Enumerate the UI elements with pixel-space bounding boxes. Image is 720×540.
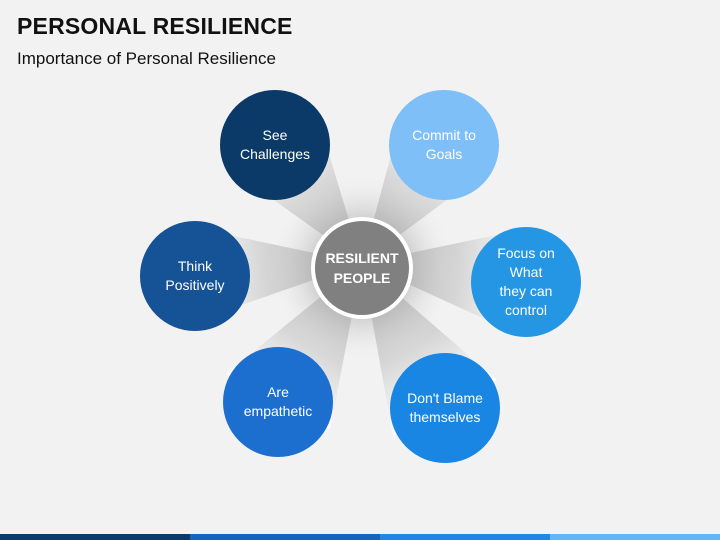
center-label: RESILIENT PEOPLE: [325, 250, 399, 286]
node-dont-blame: [390, 353, 500, 463]
node-commit-to-goals: [389, 90, 499, 200]
node-see-challenges: [220, 90, 330, 200]
center-node: [311, 217, 413, 319]
footer-segment: [550, 534, 720, 540]
node-are-empathetic: [223, 347, 333, 457]
slide-subtitle: Importance of Personal Resilience: [17, 49, 276, 68]
label-focus-on-control: Focus on What they can control: [497, 245, 555, 318]
label-are-empathetic: Are empathetic: [243, 384, 313, 419]
node-think-positively: [140, 221, 250, 331]
label-think-positively: Think Positively: [165, 258, 225, 293]
label-commit-to-goals: Commit to Goals: [412, 127, 476, 162]
footer-segment: [0, 534, 190, 540]
node-focus-on-control: [471, 227, 581, 337]
slide-title: PERSONAL RESILIENCE: [17, 13, 293, 39]
footer-accent-bar: [0, 534, 720, 540]
outer-nodes: [140, 90, 581, 463]
footer-segment: [380, 534, 550, 540]
footer-segment: [190, 534, 380, 540]
label-dont-blame: Don't Blame themselves: [407, 390, 483, 425]
label-see-challenges: See Challenges: [239, 127, 311, 162]
